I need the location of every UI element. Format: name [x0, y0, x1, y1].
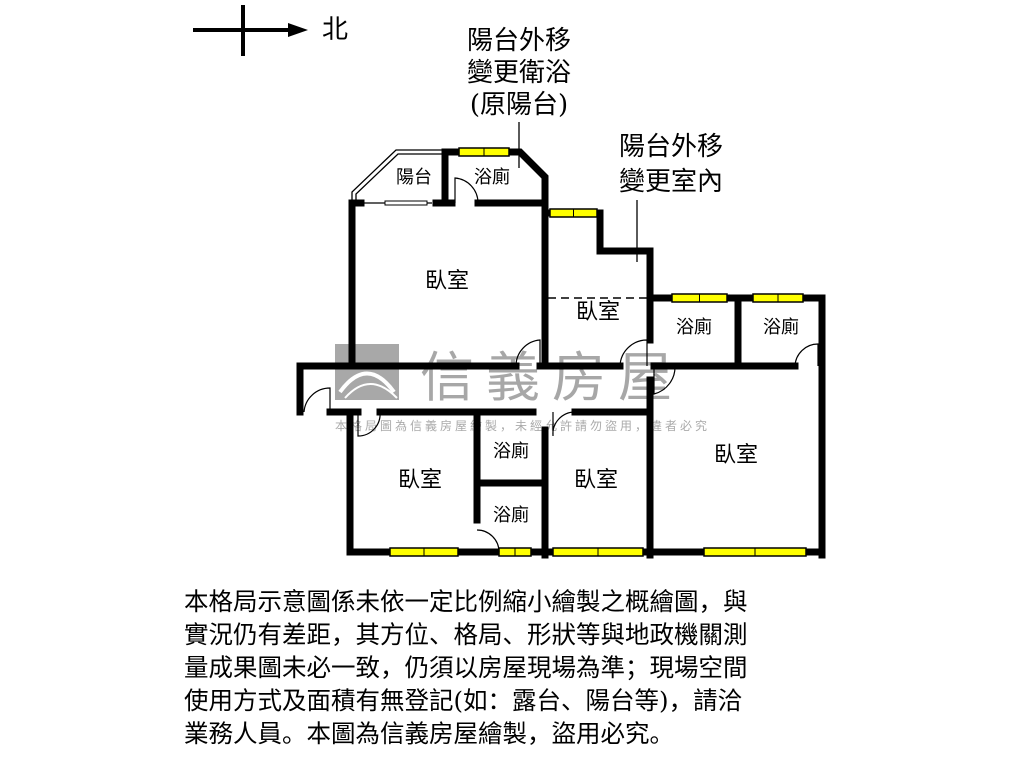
balcony-outline [351, 149, 443, 206]
windows [389, 147, 807, 557]
compass-label: 北 [322, 15, 348, 45]
watermark-brand: 信義房屋 [420, 346, 684, 409]
room-label-bath: 浴廁 [493, 440, 529, 462]
annotation-line: 陽台外移 [619, 132, 723, 162]
disclaimer-line: 本格局示意圖係未依一定比例縮小繪製之概繪圖，與 [184, 587, 748, 616]
watermark-logo [335, 344, 399, 400]
disclaimer-line: 使用方式及面積有無登記(如：露台、陽台等)，請洽 [184, 686, 743, 715]
disclaimer-line: 業務人員。本圖為信義房屋繪製，盜用必究。 [184, 719, 674, 748]
annotation-line: (原陽台) [470, 90, 568, 120]
room-label-bath: 浴廁 [763, 316, 799, 338]
annotation-line: 變更衛浴 [467, 58, 571, 88]
room-label-bath: 浴廁 [493, 504, 529, 526]
north-arrow-icon [193, 5, 308, 56]
annotation-line: 變更室內 [619, 167, 723, 197]
doors [303, 177, 819, 553]
disclaimer-line: 量成果圖未必一致，仍須以房屋現場為準；現場空間 [184, 653, 748, 682]
room-label-bedroom: 臥室 [398, 468, 442, 493]
room-label-bedroom: 臥室 [425, 269, 469, 294]
room-label-bedroom: 臥室 [574, 468, 618, 493]
room-label-bath: 浴廁 [676, 316, 712, 338]
watermark-notice: 本格局圖為信義房屋繪製，未經允許請勿盜用，違者必究 [335, 418, 710, 433]
room-label-balcony: 陽台 [396, 167, 432, 188]
room-label-bedroom: 臥室 [576, 300, 620, 325]
disclaimer-text: 本格局示意圖係未依一定比例縮小繪製之概繪圖，與 實況仍有差距，其方位、格局、形狀… [184, 585, 748, 750]
room-label-bath: 浴廁 [474, 166, 510, 188]
room-label-bedroom: 臥室 [714, 443, 758, 468]
disclaimer-line: 實況仍有差距，其方位、格局、形狀等與地政機關測 [184, 620, 748, 649]
annotation-line: 陽台外移 [467, 26, 571, 56]
